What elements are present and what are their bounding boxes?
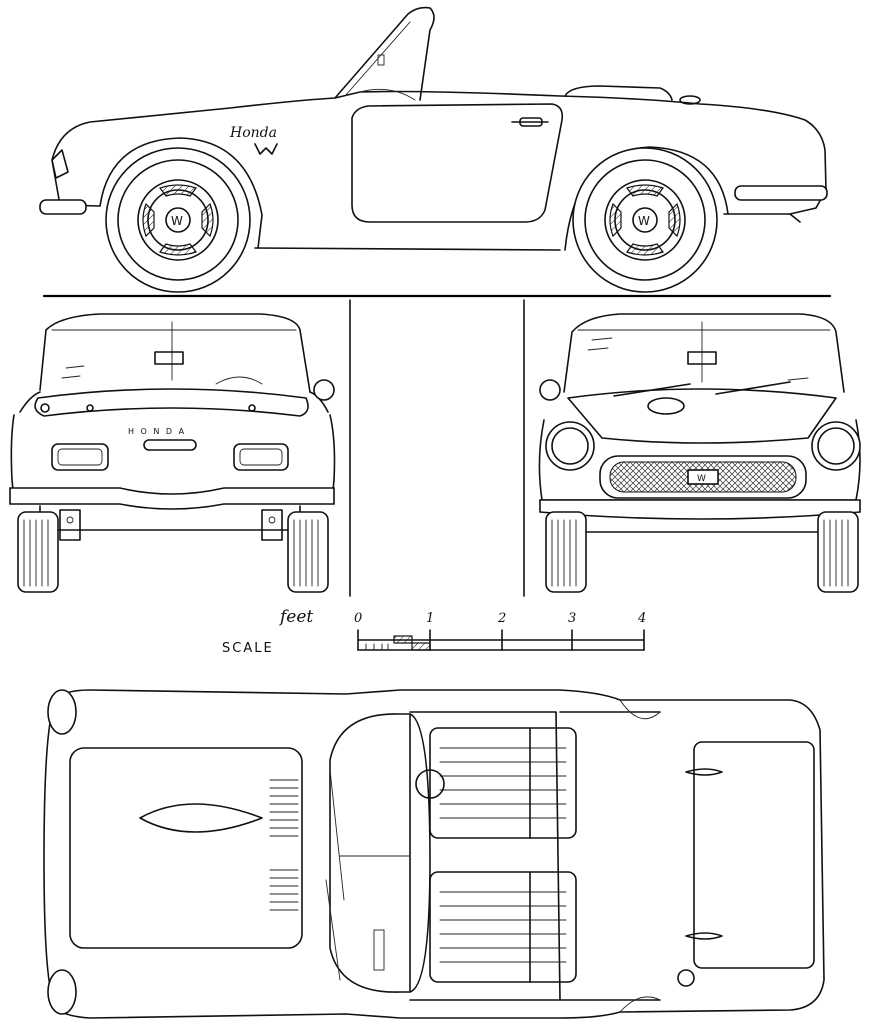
rear-body-outline xyxy=(10,414,336,501)
top-view xyxy=(43,689,825,1019)
side-body-outline xyxy=(51,90,827,215)
rear-wheel: W xyxy=(572,147,718,293)
scale-bar: feet SCALE 0 1 2 3 4 xyxy=(222,607,646,656)
top-windshield xyxy=(329,713,411,993)
scale-tick-2: 2 xyxy=(497,611,506,626)
top-headlamp-right xyxy=(47,969,77,1015)
hood-scoop xyxy=(139,803,263,833)
headlight-left xyxy=(545,421,595,471)
windshield-side xyxy=(334,6,435,101)
hood xyxy=(567,388,837,444)
brand-script: Honda xyxy=(229,125,277,141)
plate-light xyxy=(143,439,197,451)
front-mirror xyxy=(539,379,561,401)
scale-tick-0: 0 xyxy=(354,611,362,626)
svg-text:W: W xyxy=(638,214,650,228)
wing-mirror xyxy=(313,379,335,401)
svg-text:W: W xyxy=(697,474,706,484)
rear-view: H O N D A xyxy=(9,313,336,593)
door-panel xyxy=(351,103,564,223)
scale-tick-1: 1 xyxy=(426,611,434,626)
side-view: Honda W W xyxy=(39,6,832,298)
front-bumper xyxy=(39,199,87,215)
tail-lamp-left xyxy=(51,443,109,471)
rear-bumper-view xyxy=(9,487,335,510)
scale-unit-label: feet xyxy=(278,607,313,627)
scale-caption: SCALE xyxy=(222,641,274,656)
tail-lamp-right xyxy=(233,443,289,471)
top-body-outline xyxy=(43,689,825,1019)
rear-windshield xyxy=(39,313,311,393)
seat-left xyxy=(429,727,577,839)
headlight-right xyxy=(811,421,861,471)
grille-badge xyxy=(687,469,719,485)
front-view: W xyxy=(538,313,861,593)
top-headlamp-left xyxy=(47,689,77,735)
h-emblem xyxy=(254,143,278,155)
rear-badge: H O N D A xyxy=(128,427,186,436)
rear-bumper xyxy=(734,185,828,201)
rear-deck-lid xyxy=(34,388,309,417)
front-windshield xyxy=(563,313,845,393)
svg-text:W: W xyxy=(171,214,183,228)
top-hood xyxy=(69,747,303,949)
seat-right xyxy=(429,871,577,983)
steering-wheel xyxy=(415,769,445,799)
front-bumper-view xyxy=(539,499,861,520)
scale-tick-4: 4 xyxy=(637,611,646,626)
scale-tick-3: 3 xyxy=(568,611,576,626)
fuel-cap xyxy=(677,969,695,987)
trunk-lid xyxy=(693,741,815,969)
front-wheel: W xyxy=(105,147,251,293)
top-wipers xyxy=(325,769,345,981)
